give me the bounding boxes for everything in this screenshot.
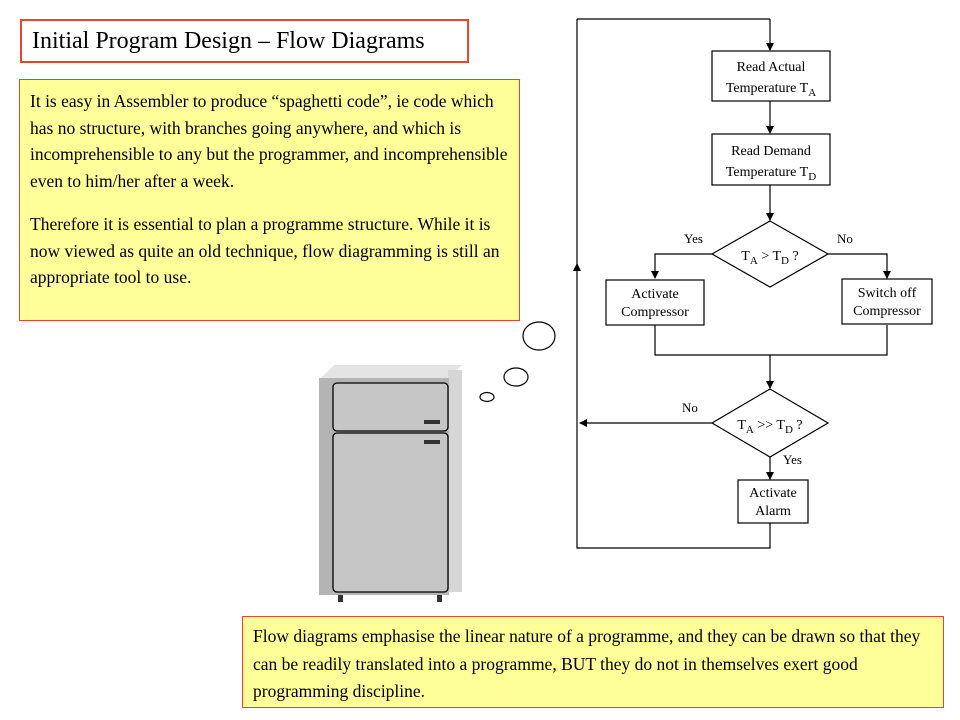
process-activate-compressor-box bbox=[605, 279, 705, 326]
connector-compressor-merge-right bbox=[770, 325, 888, 356]
activate-compressor-line1: Activate bbox=[631, 287, 678, 302]
switch-off-line2: Compressor bbox=[853, 304, 921, 319]
connector-alarm-loop bbox=[573, 263, 771, 549]
fridge-foot-left bbox=[338, 595, 343, 602]
connector-compressor-merge-left bbox=[654, 325, 770, 356]
decision1-no-label: No bbox=[837, 231, 853, 246]
decision2-diamond bbox=[710, 388, 830, 458]
read-demand-line2: Temperature TD bbox=[726, 165, 816, 183]
flow-connectors bbox=[573, 18, 891, 549]
decision1-condition: TA > TD ? bbox=[741, 249, 798, 267]
slide-title: Initial Program Design – Flow Diagrams bbox=[20, 19, 469, 63]
read-actual-line2-text: Temperature T bbox=[726, 81, 809, 96]
switch-off-line1: Switch off bbox=[858, 286, 917, 301]
read-demand-line2-text: Temperature T bbox=[726, 165, 809, 180]
process-switch-off-compressor-box bbox=[841, 278, 933, 325]
read-actual-line2: Temperature TA bbox=[726, 81, 816, 99]
activate-alarm-line1: Activate bbox=[749, 486, 796, 501]
read-demand-subscript: D bbox=[808, 171, 816, 183]
fridge-illustration bbox=[319, 365, 462, 602]
process-activate-alarm-box bbox=[737, 479, 809, 524]
connector-decision1-no bbox=[828, 253, 891, 279]
thought-bubble-large bbox=[522, 321, 556, 351]
decision1-op: > T bbox=[758, 249, 782, 264]
decision2-condition: TA >> TD ? bbox=[737, 418, 802, 436]
decision-ta-gt-td: TA > TD ? Yes No bbox=[684, 220, 853, 288]
process-activate-compressor: Activate Compressor bbox=[605, 279, 705, 326]
read-actual-subscript: A bbox=[808, 87, 816, 99]
footer-note-text: Flow diagrams emphasise the linear natur… bbox=[253, 626, 921, 701]
process-read-demand-box bbox=[711, 133, 831, 186]
intro-paragraph-1: It is easy in Assembler to produce “spag… bbox=[30, 91, 508, 191]
decision1-diamond bbox=[710, 220, 830, 288]
activate-alarm-line2: Alarm bbox=[755, 504, 791, 519]
freezer-handle bbox=[424, 420, 440, 424]
decision2-t1: T bbox=[737, 418, 746, 433]
decision2-op: >> T bbox=[754, 418, 786, 433]
decision1-yes-label: Yes bbox=[684, 231, 703, 246]
decision2-q: ? bbox=[793, 418, 803, 433]
decision2-sub2: D bbox=[785, 424, 793, 436]
intro-note: It is easy in Assembler to produce “spag… bbox=[19, 79, 520, 321]
decision-ta-much-gt-td: TA >> TD ? No Yes bbox=[682, 388, 830, 467]
thought-bubble-medium bbox=[503, 367, 529, 387]
process-activate-alarm: Activate Alarm bbox=[737, 479, 809, 524]
read-demand-line1: Read Demand bbox=[731, 144, 811, 159]
decision2-sub1: A bbox=[746, 424, 754, 436]
connector-decision1-yes bbox=[651, 253, 712, 279]
thought-bubble-small bbox=[479, 391, 495, 403]
decision1-sub1: A bbox=[750, 255, 758, 267]
activate-compressor-line2: Compressor bbox=[621, 305, 689, 320]
fridge-main-door bbox=[332, 432, 449, 593]
decision1-q: ? bbox=[789, 249, 799, 264]
footer-note: Flow diagrams emphasise the linear natur… bbox=[242, 616, 944, 708]
fridge-side-panel bbox=[448, 370, 462, 592]
slide-title-text: Initial Program Design – Flow Diagrams bbox=[32, 27, 425, 54]
fridge-handle bbox=[424, 440, 440, 444]
decision1-sub2: D bbox=[781, 255, 789, 267]
process-read-actual-box bbox=[711, 50, 831, 102]
decision1-t1: T bbox=[741, 249, 750, 264]
process-read-demand: Read Demand Temperature TD bbox=[711, 133, 831, 186]
thought-bubbles bbox=[479, 321, 556, 403]
fridge-side-shadow bbox=[320, 365, 462, 379]
process-switch-off-compressor: Switch off Compressor bbox=[841, 278, 933, 325]
read-actual-line1: Read Actual bbox=[737, 60, 806, 75]
decision2-yes-label: Yes bbox=[783, 452, 802, 467]
decision2-no-label: No bbox=[682, 400, 698, 415]
fridge-freezer-door bbox=[332, 382, 449, 432]
intro-paragraph-2: Therefore it is essential to plan a prog… bbox=[30, 214, 500, 287]
process-read-actual: Read Actual Temperature TA bbox=[711, 50, 831, 102]
fridge-foot-right bbox=[437, 595, 442, 602]
